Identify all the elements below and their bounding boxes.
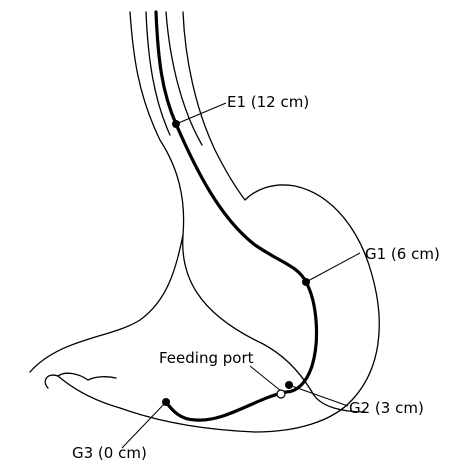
g3-label: G3 (0 cm) xyxy=(72,444,147,462)
feeding-port-leader xyxy=(250,366,281,391)
g2-leader xyxy=(289,385,348,406)
feeding-port-label: Feeding port xyxy=(159,349,254,367)
g3-leader xyxy=(122,402,166,448)
g3-marker xyxy=(162,398,170,406)
stomach-lower-outline xyxy=(58,376,255,432)
e1-marker xyxy=(172,120,180,128)
g1-label: G1 (6 cm) xyxy=(365,245,440,263)
g2-marker xyxy=(285,381,293,389)
feeding-port-marker xyxy=(277,390,285,398)
e1-leader xyxy=(176,103,226,124)
g1-leader xyxy=(306,253,360,282)
e1-label: E1 (12 cm) xyxy=(227,93,309,111)
esophagus-right-wall xyxy=(183,12,379,432)
pylorus-outline xyxy=(45,373,116,388)
g1-marker xyxy=(302,278,310,286)
g2-label: G2 (3 cm) xyxy=(349,399,424,417)
